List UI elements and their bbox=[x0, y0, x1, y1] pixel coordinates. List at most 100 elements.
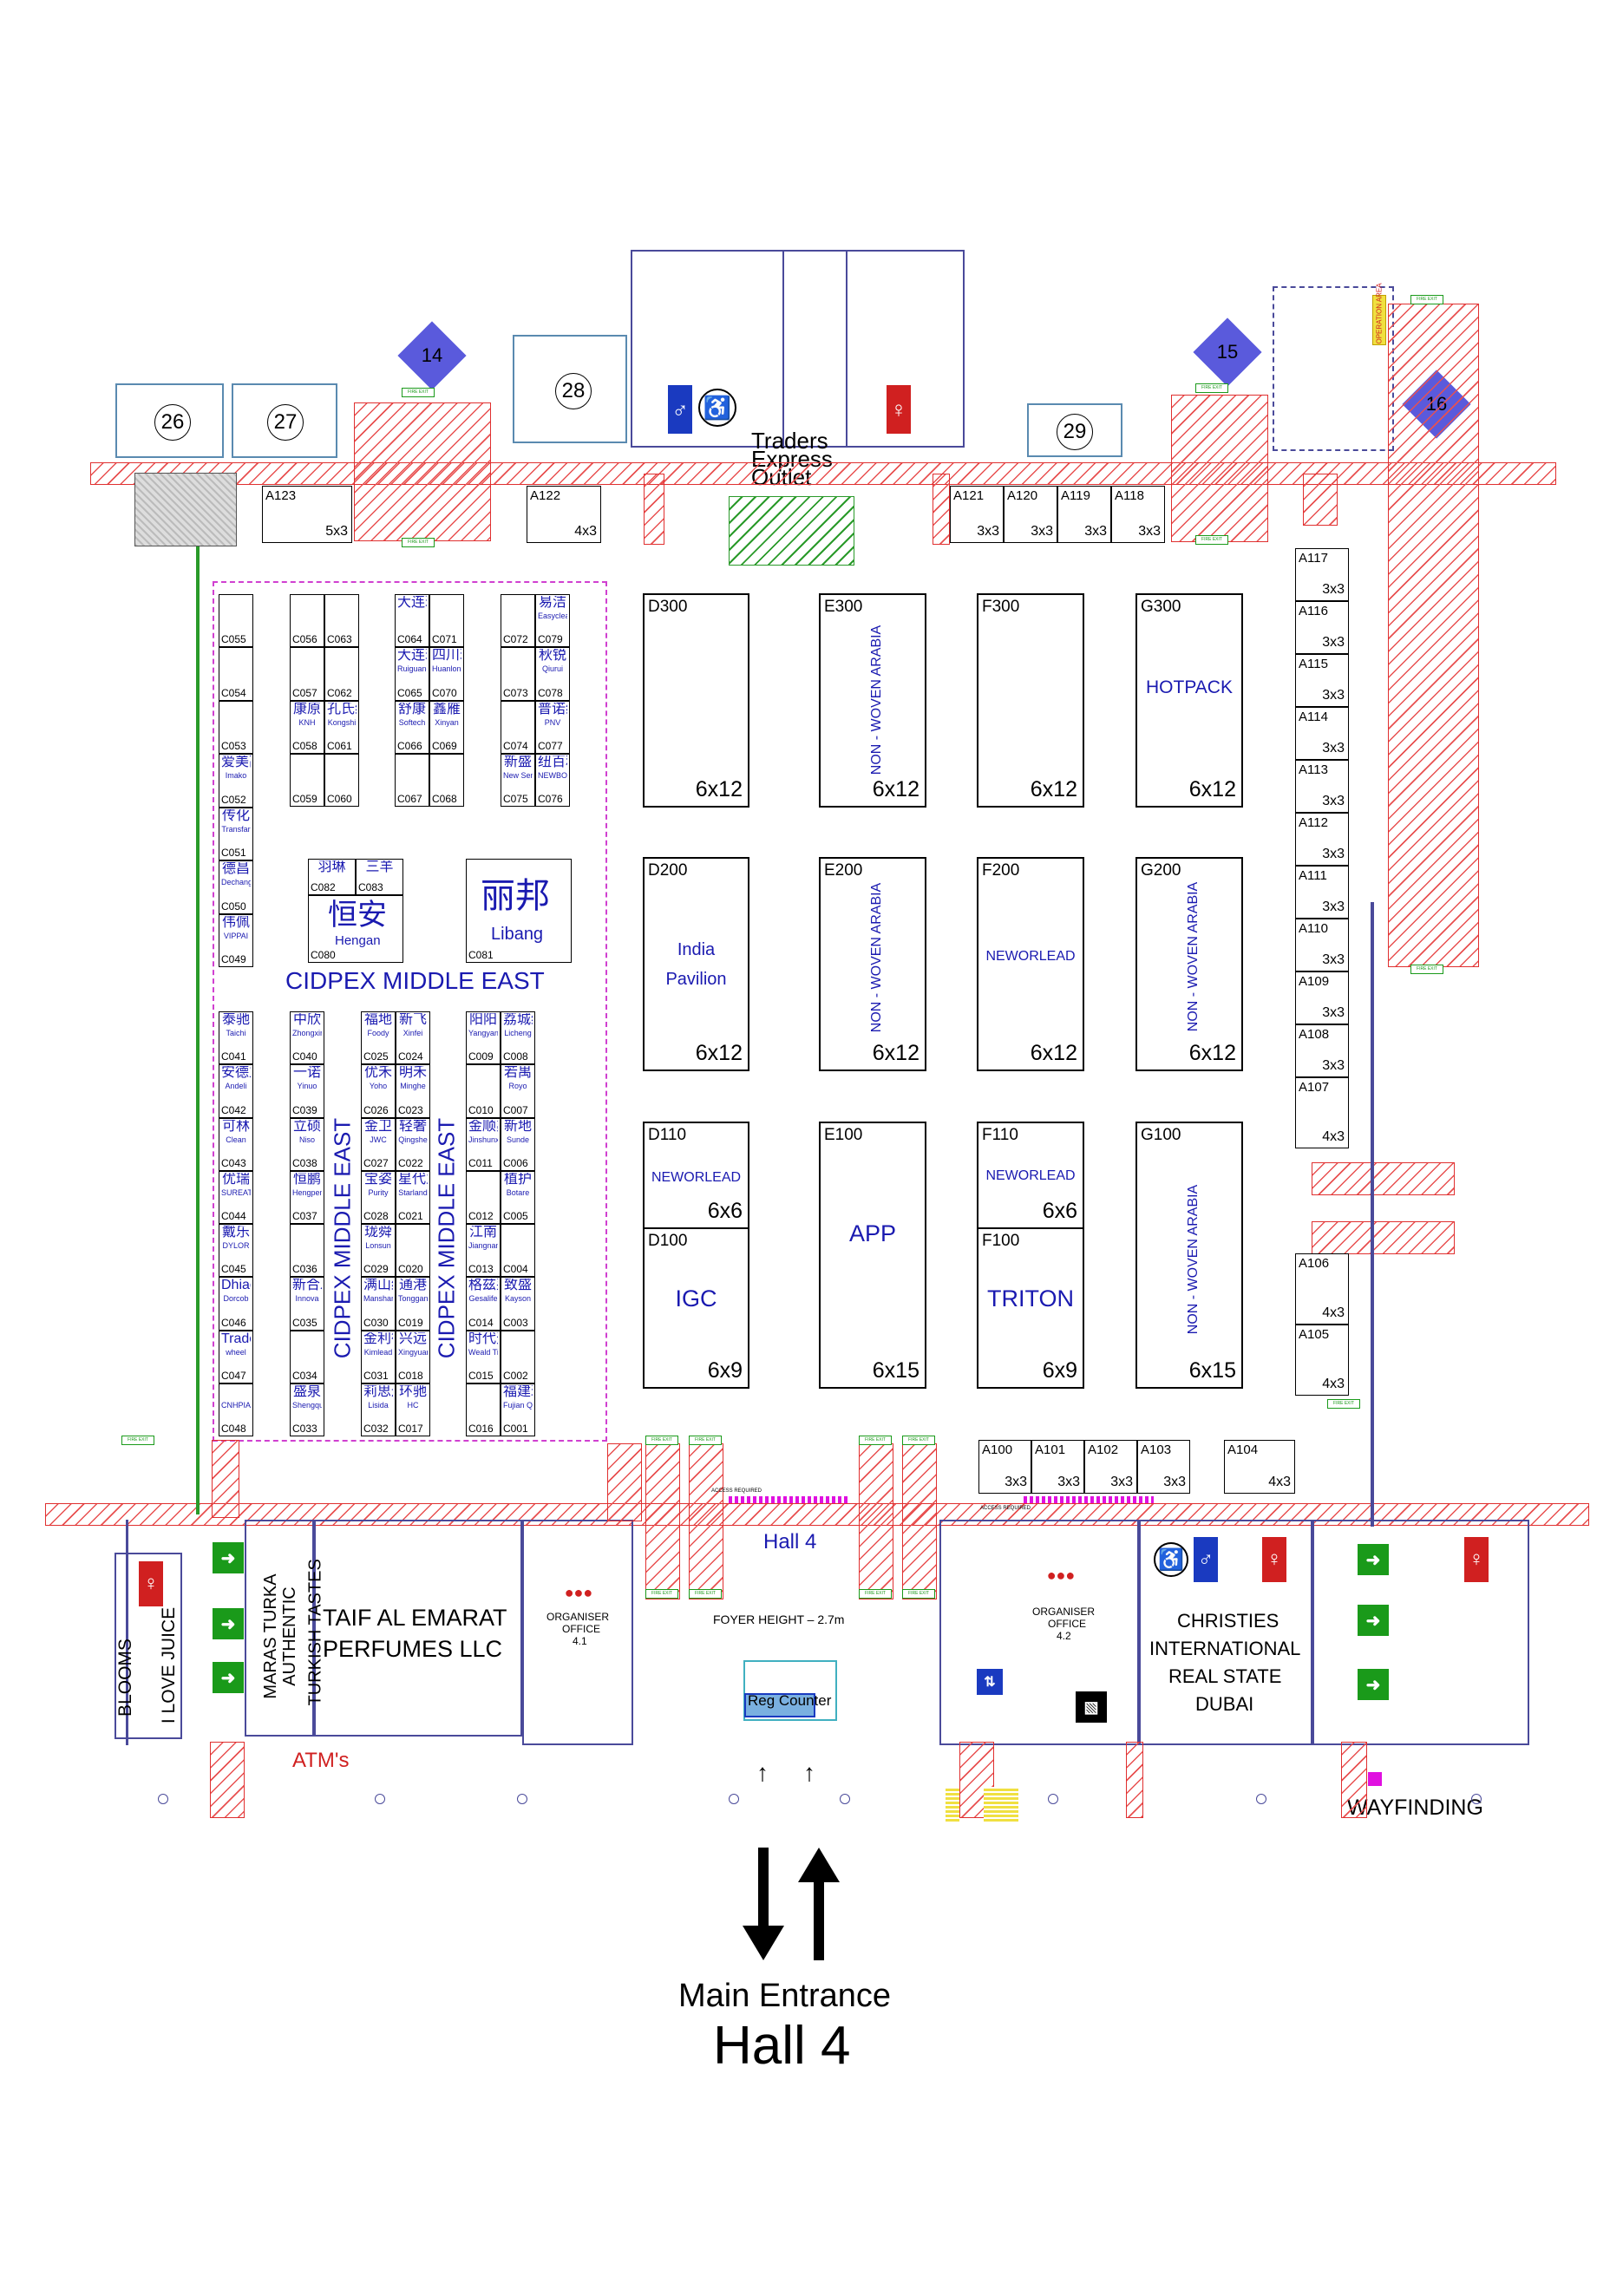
booth-c021[interactable]: 星代兰StarlandC021 bbox=[396, 1170, 430, 1224]
booth-c062[interactable]: C062 bbox=[324, 647, 359, 701]
booth-g100[interactable]: G100 NON - WOVEN ARABIA 6x15 bbox=[1135, 1122, 1243, 1389]
booth-c080-hengan[interactable]: 恒安 Hengan C080 bbox=[308, 895, 403, 963]
booth-c046[interactable]: Dhiae AlDorcobC046 bbox=[219, 1277, 253, 1331]
booth-e200[interactable]: E200 NON - WOVEN ARABIA 6x12 bbox=[819, 857, 926, 1071]
booth-c053[interactable]: C053 bbox=[219, 700, 253, 755]
booth-c074[interactable]: C074 bbox=[501, 700, 535, 754]
booth-f200[interactable]: F200 NEWORLEAD 6x12 bbox=[977, 857, 1084, 1071]
booth-c001[interactable]: 福建琦峰Fujian QifengC001 bbox=[501, 1383, 535, 1436]
booth-c067[interactable]: C067 bbox=[395, 753, 429, 807]
booth-c059[interactable]: C059 bbox=[290, 753, 324, 807]
booth-c030[interactable]: 满山红ManshanhongC030 bbox=[361, 1277, 396, 1331]
booth-e300[interactable]: E300 NON - WOVEN ARABIA 6x12 bbox=[819, 593, 926, 808]
booth-c004[interactable]: C004 bbox=[501, 1224, 535, 1278]
booth-c014[interactable]: 格兹莱美GesalifeC014 bbox=[466, 1277, 501, 1331]
booth-c079[interactable]: 易洁EasycleanC079 bbox=[535, 594, 570, 648]
booth-c065[interactable]: 大连瑞光RuiguangC065 bbox=[395, 647, 429, 701]
booth-c008[interactable]: 荔城纸业LichengC008 bbox=[501, 1011, 535, 1065]
booth-c061[interactable]: 孔氏纸业KongshiC061 bbox=[324, 700, 359, 754]
booth-c057[interactable]: C057 bbox=[290, 647, 324, 701]
booth-c063[interactable]: C063 bbox=[324, 594, 359, 648]
booth-d110[interactable]: D110 NEWORLEAD 6x6 bbox=[643, 1122, 749, 1229]
booth-d100[interactable]: D100 IGC 6x9 bbox=[643, 1227, 749, 1389]
booth-c083[interactable]: 三羊 C083 bbox=[356, 859, 403, 895]
booth-c020[interactable]: C020 bbox=[396, 1224, 430, 1278]
booth-c052[interactable]: 爱美高ImakoC052 bbox=[219, 754, 253, 808]
booth-c077[interactable]: 普诺维PNVC077 bbox=[535, 700, 570, 754]
booth-c056[interactable]: C056 bbox=[290, 594, 324, 648]
booth-c050[interactable]: 德昌DechangxuC050 bbox=[219, 860, 253, 914]
booth-c071[interactable]: C071 bbox=[429, 594, 464, 648]
booth-c034[interactable]: C034 bbox=[290, 1330, 324, 1383]
booth-c054[interactable]: C054 bbox=[219, 647, 253, 701]
booth-c036[interactable]: C036 bbox=[290, 1224, 324, 1278]
booth-c019[interactable]: 通港TonggangC019 bbox=[396, 1277, 430, 1331]
booth-c031[interactable]: 金利德KimleadC031 bbox=[361, 1330, 396, 1383]
booth-c035[interactable]: 新合发InnovaC035 bbox=[290, 1277, 324, 1331]
booth-c047[interactable]: TradewheelC047 bbox=[219, 1330, 253, 1383]
booth-c076[interactable]: 纽百利NEWBOLIC076 bbox=[535, 753, 570, 807]
booth-c012[interactable]: C012 bbox=[466, 1170, 501, 1224]
booth-g300[interactable]: G300 HOTPACK 6x12 bbox=[1135, 593, 1243, 808]
booth-c015[interactable]: 时代天和Weald TianheC015 bbox=[466, 1330, 501, 1383]
booth-c037[interactable]: 恒鹏HengpengC037 bbox=[290, 1170, 324, 1224]
booth-f100[interactable]: F100 TRITON 6x9 bbox=[977, 1227, 1084, 1389]
booth-d300[interactable]: D300 6x12 bbox=[643, 593, 749, 808]
booth-c016[interactable]: C016 bbox=[466, 1383, 501, 1436]
booth-c060[interactable]: C060 bbox=[324, 753, 359, 807]
booth-c033[interactable]: 盛泉ShengquanC033 bbox=[290, 1383, 324, 1436]
booth-c002[interactable]: C002 bbox=[501, 1330, 535, 1383]
booth-e100[interactable]: E100 APP 6x15 bbox=[819, 1122, 926, 1389]
booth-c055[interactable]: C055 bbox=[219, 594, 253, 648]
booth-c073[interactable]: C073 bbox=[501, 647, 535, 701]
booth-c064[interactable]: 大连瑞光C064 bbox=[395, 594, 429, 648]
booth-c082[interactable]: 羽琳 C082 bbox=[308, 859, 356, 895]
booth-f300[interactable]: F300 6x12 bbox=[977, 593, 1084, 808]
booth-c032[interactable]: 莉思达LisidaC032 bbox=[361, 1383, 396, 1436]
booth-c070[interactable]: 四川环龙HuanlongC070 bbox=[429, 647, 464, 701]
booth-c081-libang[interactable]: 丽邦 Libang C081 bbox=[466, 859, 572, 963]
booth-g200[interactable]: G200 NON - WOVEN ARABIA 6x12 bbox=[1135, 857, 1243, 1071]
booth-c068[interactable]: C068 bbox=[429, 753, 464, 807]
booth-f110[interactable]: F110 NEWORLEAD 6x6 bbox=[977, 1122, 1084, 1229]
